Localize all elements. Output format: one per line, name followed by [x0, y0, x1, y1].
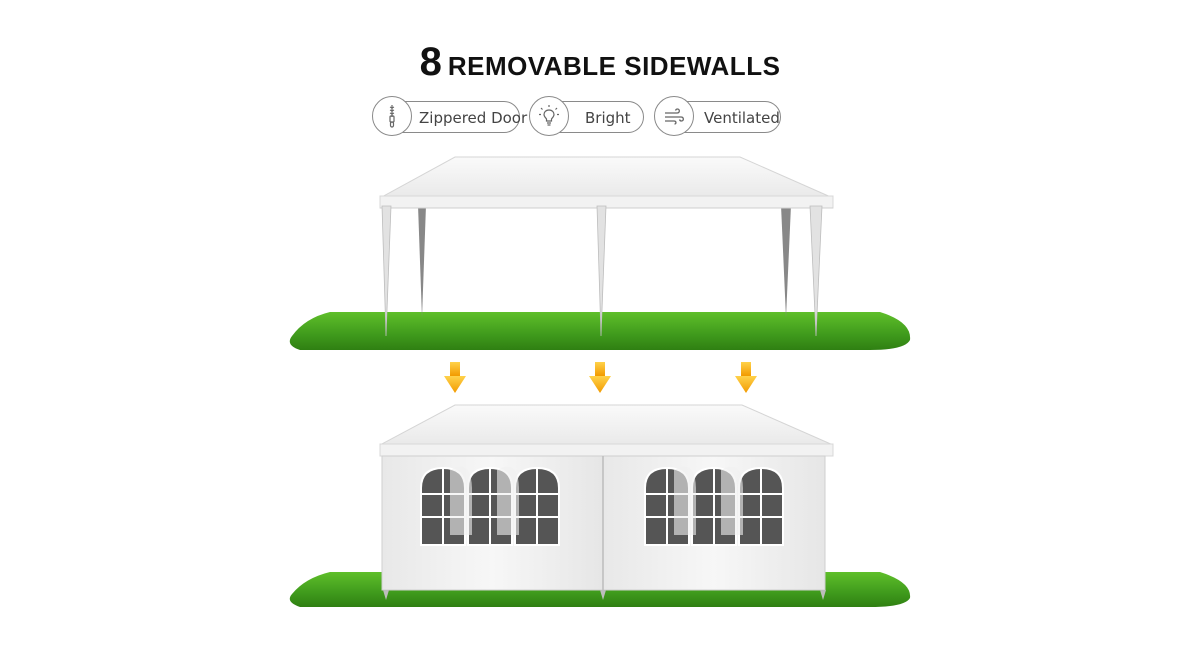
headline-text: REMOVABLE SIDEWALLS: [447, 51, 781, 81]
feature-ventilated: Ventilated: [654, 96, 781, 136]
zipper-icon: [372, 96, 412, 136]
arched-windows-left: [420, 466, 560, 546]
tent-with-sidewalls: [289, 404, 911, 607]
wind-icon: [654, 96, 694, 136]
down-arrow: [444, 362, 466, 393]
grass-patch: [289, 312, 911, 350]
arched-windows-right: [644, 466, 784, 546]
down-arrow: [589, 362, 611, 393]
lightbulb-icon: [529, 96, 569, 136]
headline-number: 8: [419, 40, 442, 84]
feature-label: Bright: [585, 109, 631, 127]
feature-label: Zippered Door: [419, 109, 528, 127]
feature-bright: Bright: [529, 96, 644, 136]
feature-zippered-door: Zippered Door: [372, 96, 527, 136]
open-canopy-tent: [289, 156, 911, 350]
feature-label: Ventilated: [704, 109, 780, 127]
down-arrow: [735, 362, 757, 393]
